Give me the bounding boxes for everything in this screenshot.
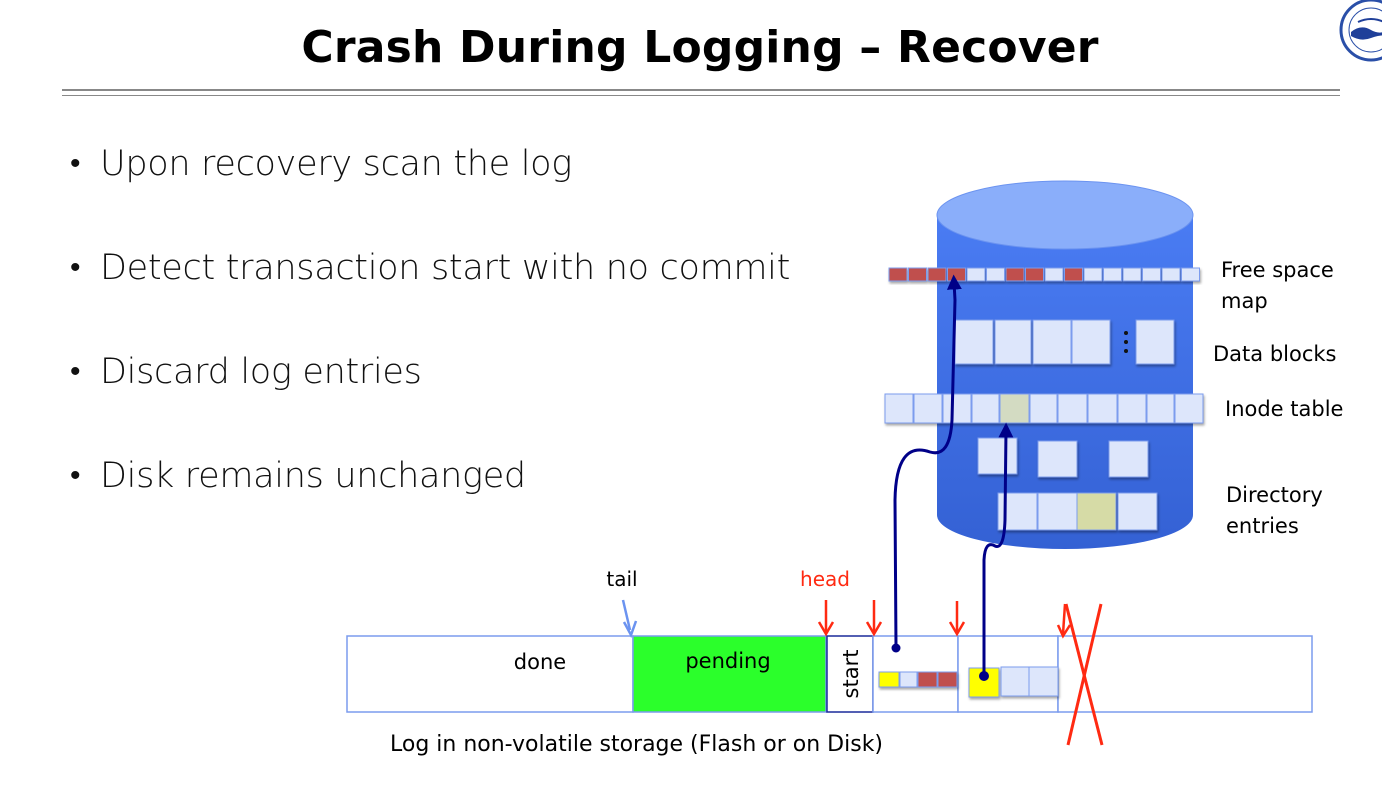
log-entry-start <box>826 635 874 713</box>
inode-entry <box>1029 393 1058 424</box>
title-divider-bottom <box>62 95 1340 96</box>
link-origin-dot <box>891 643 901 653</box>
free-space-map <box>888 267 1200 282</box>
data-block <box>1135 319 1175 365</box>
free-map-bit-free <box>986 267 1005 282</box>
free-map-bit-free <box>1083 267 1103 282</box>
free-map-bit-used <box>1064 267 1083 282</box>
free-map-bit-free <box>1044 267 1064 282</box>
inode-entry <box>884 393 914 424</box>
directory-entry-modified <box>1076 492 1117 531</box>
log-segment-pending <box>632 635 827 713</box>
bullet-item: Detect transaction start with no commit <box>70 242 790 346</box>
pointer-arrow-icon <box>1056 603 1072 639</box>
inode-entry <box>913 393 943 424</box>
head-arrow-icon <box>817 600 835 637</box>
free-map-bit-free <box>966 267 986 282</box>
tail-label: tail <box>606 567 637 591</box>
pointer-arrow-icon <box>865 600 883 637</box>
data-block <box>1071 319 1111 365</box>
log-caption: Log in non-volatile storage (Flash or on… <box>390 732 884 757</box>
inode-entry <box>1087 393 1118 424</box>
data-blocks <box>954 319 1175 365</box>
directory-entries-label: Directory entries <box>1226 483 1323 538</box>
free-map-bit-free <box>1142 267 1161 282</box>
dir-block <box>977 437 1018 475</box>
free-map-bit-used <box>1025 267 1044 282</box>
log-bar <box>346 635 1313 713</box>
log-segment-done <box>346 635 634 713</box>
inode-entry <box>1057 393 1088 424</box>
bullet-item: Upon recovery scan the log <box>70 138 790 242</box>
inode-entry-modified <box>999 393 1030 424</box>
log-start-label: start <box>839 650 863 699</box>
free-map-bit-used <box>908 267 927 282</box>
directory-entries <box>997 492 1158 531</box>
bullet-item: Disk remains unchanged <box>70 450 790 554</box>
dir-block <box>1037 440 1078 478</box>
bullet-list: Upon recovery scan the log Detect transa… <box>70 138 790 554</box>
directory-blocks <box>977 437 1149 478</box>
free-map-bit-free <box>1161 267 1181 282</box>
log-freemap-blocks <box>878 671 958 688</box>
tail-arrow-icon <box>621 599 638 639</box>
inode-entry <box>942 393 972 424</box>
pointer-arrow-icon <box>948 601 966 637</box>
university-seal-icon <box>1339 0 1382 62</box>
free-space-map-label: Free space map <box>1221 258 1334 313</box>
inode-entry <box>1146 393 1175 424</box>
directory-entry <box>1037 492 1078 531</box>
free-map-bit-free <box>1103 267 1122 282</box>
crash-x-icon <box>1064 603 1104 746</box>
data-block <box>954 319 994 365</box>
ellipsis-icon <box>1124 331 1128 353</box>
free-map-bit-used <box>927 267 947 282</box>
dir-block <box>1108 440 1149 478</box>
head-label: head <box>800 567 850 591</box>
log-done-label: done <box>514 650 566 674</box>
inode-table-label: Inode table <box>1225 397 1344 421</box>
link-freemap-line <box>893 274 962 648</box>
link-origin-dot <box>979 671 989 681</box>
free-map-bit-used <box>1005 267 1025 282</box>
data-blocks-label: Data blocks <box>1213 342 1337 366</box>
inode-table <box>884 393 1204 424</box>
free-map-bit-free <box>1181 267 1200 282</box>
title-divider-top <box>62 89 1340 91</box>
inode-entry <box>1174 393 1204 424</box>
free-map-bit-free <box>1122 267 1142 282</box>
data-block <box>994 319 1032 365</box>
slide-title: Crash During Logging – Recover <box>301 22 1099 73</box>
bullet-item: Discard log entries <box>70 346 790 450</box>
free-map-bit-used <box>888 267 908 282</box>
log-pending-label: pending <box>685 649 770 673</box>
free-map-bit-used <box>947 267 966 282</box>
inode-entry <box>1117 393 1147 424</box>
data-block <box>1032 319 1072 365</box>
log-segment-free <box>1057 635 1313 713</box>
directory-entry <box>1117 492 1158 531</box>
inode-entry <box>971 393 1000 424</box>
link-inode-line <box>982 422 1014 676</box>
